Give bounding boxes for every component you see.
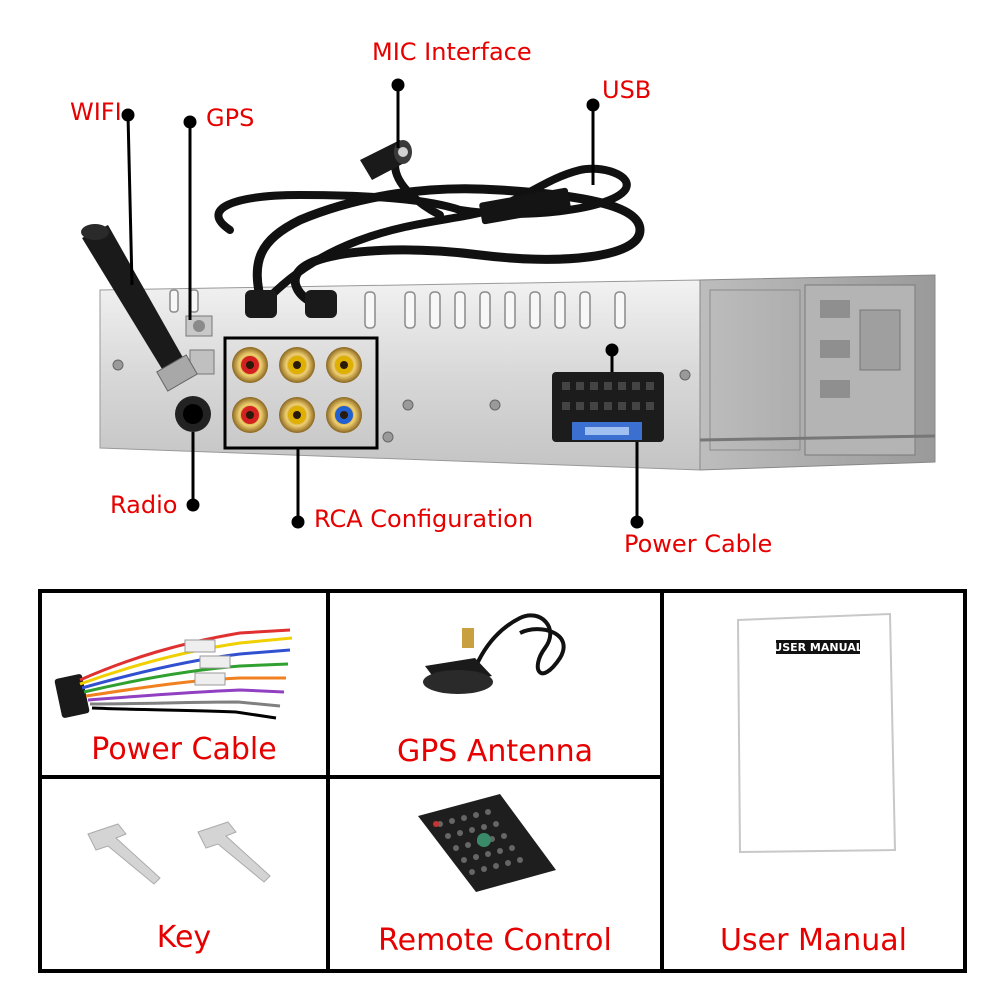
radio-antenna-socket (175, 396, 211, 432)
cable-jacks (245, 290, 337, 318)
callout-usb: USB (602, 76, 652, 104)
manual-cover-title: USER MANUAL (773, 641, 862, 654)
callout-power-cable: Power Cable (624, 530, 773, 558)
usb-plug (479, 187, 571, 225)
accessory-label-key: Key (156, 920, 212, 955)
callout-gps: GPS (206, 104, 255, 132)
callout-leaders (121, 78, 644, 529)
mic-plug (360, 140, 412, 180)
wifi-antenna (81, 224, 198, 392)
power-connector (552, 372, 664, 442)
user-manual-icon: USER MANUAL (736, 612, 897, 854)
accessory-label-gps-antenna: GPS Antenna (396, 734, 594, 769)
rca-block (223, 336, 379, 450)
grid-lines (38, 589, 967, 973)
accessory-label-user-manual: User Manual (720, 923, 907, 958)
usb-mic-cable (214, 161, 645, 310)
accessory-label-power-cable: Power Cable (91, 732, 277, 767)
remote-control-icon (418, 794, 556, 892)
wire-harness-icon (54, 628, 293, 720)
accessory-label-remote-control: Remote Control (378, 923, 612, 958)
callout-radio: Radio (110, 491, 178, 519)
gps-antenna-icon (423, 613, 566, 694)
head-unit-rear-photo (81, 78, 936, 529)
callout-wifi: WIFI (70, 98, 122, 126)
accessories-grid: USER MANUAL (38, 589, 967, 973)
gps-socket (185, 315, 213, 337)
callout-mic-interface: MIC Interface (372, 38, 532, 66)
removal-key-icon (87, 821, 271, 885)
callout-rca-configuration: RCA Configuration (314, 505, 534, 533)
